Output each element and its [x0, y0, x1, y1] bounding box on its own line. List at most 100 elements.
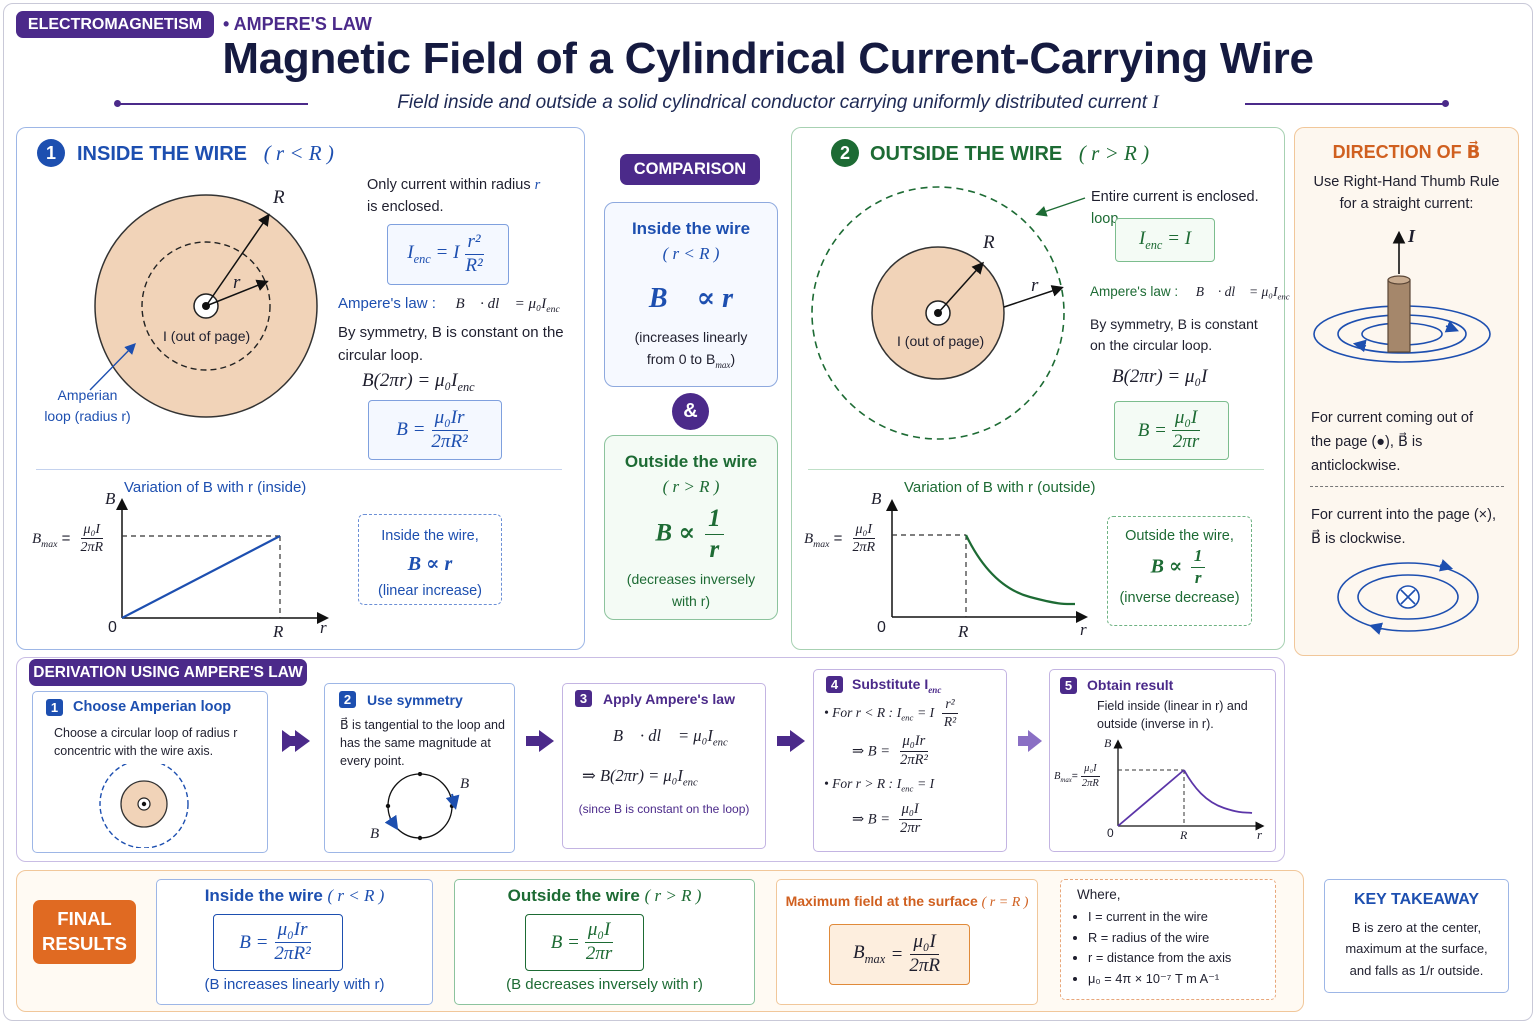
inside-step-number: 1: [37, 139, 65, 167]
final-inside-card: [156, 879, 433, 1005]
step-2-B-label: B⃗: [460, 776, 481, 792]
outside-amperian-loop: [811, 186, 1065, 440]
radius-R-arrow: [205, 213, 270, 307]
key-takeaway-text: B is zero at the center,maximum at the s…: [1345, 920, 1488, 978]
arrow-2-3-head: [539, 730, 554, 752]
subtitle-dot-right: [1442, 100, 1449, 107]
inside-heading: INSIDE THE WIRE ( r < R ): [77, 141, 334, 165]
outside-graph-r: r: [1080, 620, 1087, 639]
step-1-text: Choose a circular loop of radius r conce…: [54, 726, 238, 759]
step-5-graph: [1113, 739, 1265, 831]
step-1-title: Choose Amperian loop: [73, 699, 232, 715]
arrow-1-2-shaft: [282, 736, 296, 746]
step-5-number: 5: [1060, 677, 1077, 694]
step-2-B-label-2: B⃗: [370, 826, 391, 842]
subtitle-dot-left: [114, 100, 121, 107]
arrow-4-5-shaft: [1018, 736, 1029, 746]
outside-enclosed-note: Entire current is enclosed.: [1091, 189, 1259, 205]
outside-wire-diagram: [811, 186, 1086, 440]
definitions-list: I = current in the wireR = radius of the…: [1088, 907, 1273, 990]
outside-graph-B: B: [871, 489, 882, 508]
outside-loop-label: loop: [1091, 211, 1119, 227]
inside-graph-zero: 0: [108, 619, 117, 636]
definition-item: R = radius of the wire: [1088, 928, 1273, 949]
current-into-page-diagram: [1337, 559, 1479, 635]
arrow-2-3-shaft: [526, 736, 540, 746]
step-5-graph-zero: 0: [1107, 826, 1114, 840]
inside-label-r: r: [233, 272, 241, 293]
subtitle-rule-left: [118, 103, 308, 105]
step-5-graph-R: R: [1180, 828, 1188, 842]
comparison-inside-prop: B⃗ ∝ r: [648, 283, 734, 314]
linear-curve: [121, 535, 281, 619]
step-2-text: B⃗ is tangential to the loop and has the…: [340, 718, 505, 769]
key-takeaway-card: [1324, 879, 1509, 993]
amperian-loop: [141, 241, 271, 371]
outside-graph-zero: 0: [877, 619, 886, 636]
arrow-3-4-shaft: [777, 736, 791, 746]
outside-heading: OUTSIDE THE WIRE ( r > R ): [870, 141, 1150, 165]
outside-graph-R: R: [958, 622, 969, 641]
outside-graph-title: Variation of B with r (outside): [904, 479, 1096, 496]
inside-graph-R: R: [273, 622, 284, 641]
arrow-1-2-head: [295, 730, 310, 752]
inside-graph-r: r: [320, 618, 327, 637]
current-arrow-label: I⃗: [1408, 226, 1430, 246]
page-title: Magnetic Field of a Cylindrical Current-…: [222, 34, 1314, 83]
derivation-tag: DERIVATION USING AMPERE'S LAW: [29, 659, 307, 686]
derivation-step-5: [1049, 669, 1276, 852]
step-3-eq2: ⇒ B(2πr) = μ₀Ienc: [582, 766, 698, 789]
step-4-number: 4: [826, 676, 843, 693]
wire-cylinder: [1387, 279, 1411, 353]
inside-panel: [16, 127, 585, 650]
arrow-3-4-head: [790, 730, 805, 752]
key-takeaway-title: KEY TAKEAWAY: [1353, 891, 1480, 908]
direction-title: DIRECTION OF B⃗: [1332, 142, 1481, 162]
inside-graph: [116, 498, 329, 624]
comparison-outside-title: Outside the wire ( r > R ): [624, 452, 758, 496]
inside-graph-title: Variation of B with r (inside): [124, 479, 307, 496]
outside-current-label: I (out of page): [897, 333, 985, 349]
derivation-step-3: [562, 683, 766, 849]
step-2-diagram: [384, 772, 460, 841]
step-5-graph-r: r: [1257, 827, 1263, 842]
comparison-outside-card: [604, 435, 778, 620]
step-3-number: 3: [575, 690, 592, 707]
outside-step-number: 2: [831, 139, 859, 167]
outside-panel: [791, 127, 1285, 650]
arrow-4-5-head: [1028, 730, 1042, 752]
outside-graph: [886, 499, 1088, 623]
comparison-outside-note: (decreases inversely with r): [626, 571, 756, 609]
direction-panel: [1294, 127, 1519, 656]
definition-item: μ₀ = 4π × 10⁻⁷ T m A⁻¹: [1088, 969, 1273, 990]
inside-label-R: R: [273, 187, 285, 208]
comparison-inside-title: Inside the wire ( r < R ): [631, 219, 751, 263]
comparison-inside-card: [604, 202, 778, 387]
step-2-title: Use symmetry: [367, 692, 463, 708]
outside-ampere-law: Ampere's law : ∮ B⃗ · dl⃗ = μ₀Ienc: [1090, 284, 1290, 302]
derivation-step-4: [813, 669, 1007, 852]
direction-in-text: For current into the page (×),B⃗ is cloc…: [1311, 507, 1496, 547]
definition-item: r = distance from the axis: [1088, 948, 1273, 969]
right-hand-rule-diagram: [1313, 230, 1491, 363]
step-2-number: 2: [339, 691, 356, 708]
inverse-curve: [965, 534, 1076, 606]
outside-label-r: r: [1031, 275, 1039, 296]
subtitle: Field inside and outside a solid cylindr…: [397, 92, 1159, 113]
inside-wire-diagram: [89, 194, 318, 418]
inside-callout: Inside the wire, B ∝ r (linear increase): [358, 514, 502, 605]
radius-r-arrow: [205, 279, 269, 307]
step-4-title: Substitute Ienc: [852, 676, 942, 695]
